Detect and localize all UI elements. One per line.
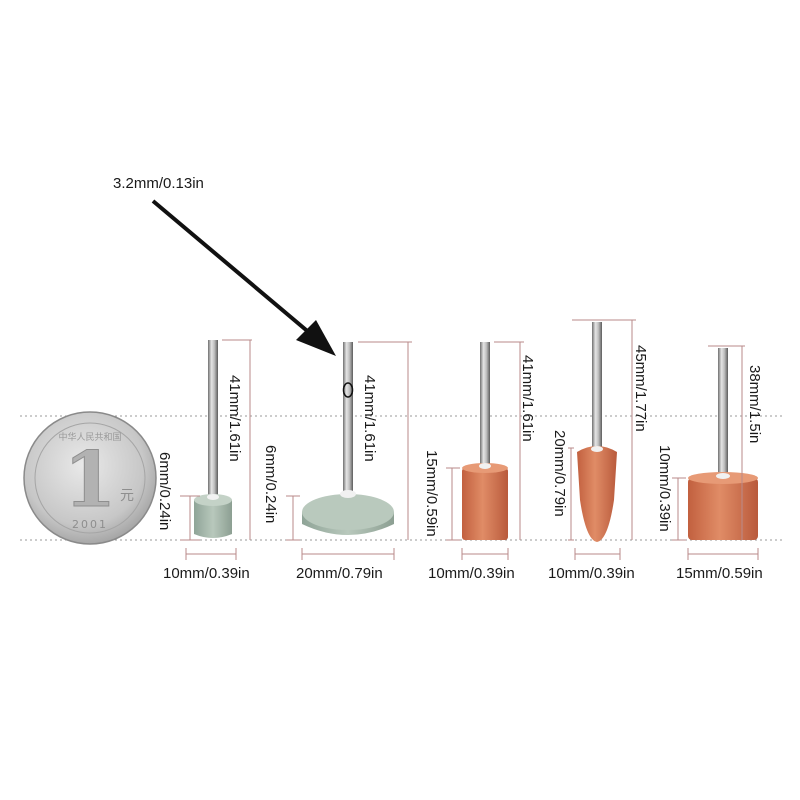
dims-tool-4 xyxy=(568,319,636,560)
tool-large-green-wheel xyxy=(302,342,394,535)
tool-1-head-height-label: 6mm/0.24in xyxy=(156,452,173,530)
tool-4-head-height-label: 20mm/0.79in xyxy=(551,430,568,517)
tool-2-width-label: 20mm/0.79in xyxy=(296,565,383,582)
coin-numeral: 1 xyxy=(64,435,117,524)
dims-tool-5 xyxy=(672,345,759,560)
tool-5-height-label: 38mm/1.5in xyxy=(746,365,763,443)
dims-tool-3 xyxy=(446,341,524,560)
coin-year: 2001 xyxy=(72,518,108,531)
pointer-arrow-icon xyxy=(151,199,336,356)
tool-5-head-height-label: 10mm/0.39in xyxy=(656,445,673,532)
tool-1-width-label: 10mm/0.39in xyxy=(163,565,250,582)
tool-3-width-label: 10mm/0.39in xyxy=(428,565,515,582)
coin: 1 元 2001 中华人民共和国 xyxy=(23,411,157,545)
tool-2-head-height-label: 6mm/0.24in xyxy=(262,445,279,523)
pointer-label: 3.2mm/0.13in xyxy=(113,175,204,192)
coin-top-text: 中华人民共和国 xyxy=(58,431,121,443)
dims-tool-2 xyxy=(286,341,412,560)
tool-4-width-label: 10mm/0.39in xyxy=(548,565,635,582)
tool-1-height-label: 41mm/1.61in xyxy=(226,375,243,462)
tool-orange-cylinder xyxy=(462,342,508,540)
tool-2-height-label: 41mm/1.61in xyxy=(361,375,378,462)
tool-5-width-label: 15mm/0.59in xyxy=(676,565,763,582)
dims-tool-1 xyxy=(180,339,252,560)
tool-orange-drum xyxy=(688,348,758,540)
tool-4-height-label: 45mm/1.77in xyxy=(632,345,649,432)
tool-3-head-height-label: 15mm/0.59in xyxy=(423,450,440,537)
coin-char: 元 xyxy=(120,488,134,504)
tool-orange-cone xyxy=(577,322,617,542)
tool-small-green-wheel xyxy=(194,340,232,538)
tool-3-height-label: 41mm/1.61in xyxy=(519,355,536,442)
